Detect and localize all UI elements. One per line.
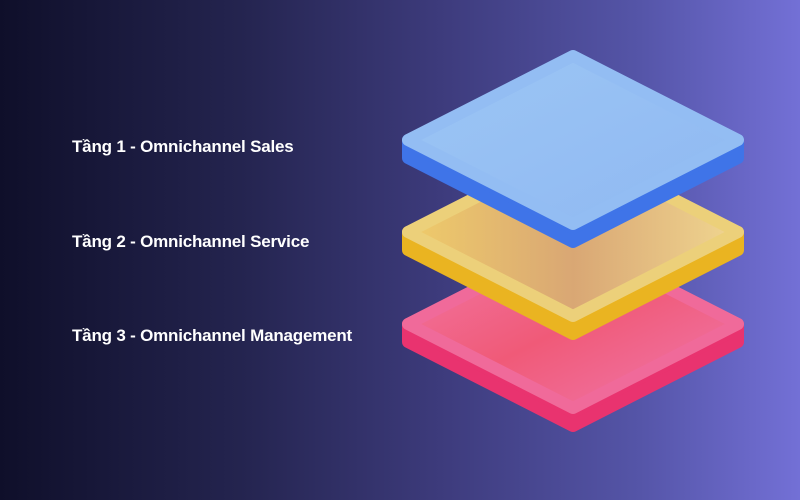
layer-3-label: Tầng 3 - Omnichannel Management (72, 326, 353, 345)
layer-top-face (402, 50, 744, 230)
layer-1 (402, 50, 744, 248)
layer-1-label: Tầng 1 - Omnichannel Sales (72, 137, 294, 156)
layer-2-label: Tầng 2 - Omnichannel Service (72, 232, 310, 251)
